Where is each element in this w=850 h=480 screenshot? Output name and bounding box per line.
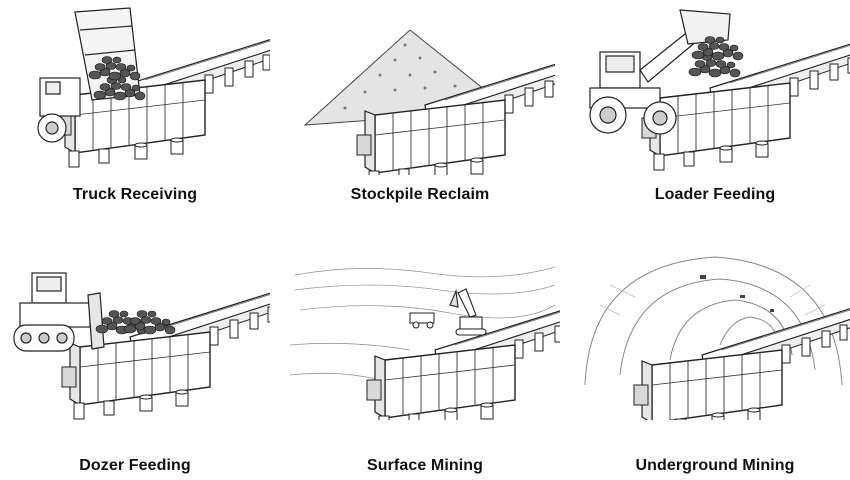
panel-label: Underground Mining [635,457,795,474]
panel-dozer-feeding: Dozer Feeding [0,245,270,480]
panel-label: Truck Receiving [72,186,198,203]
panel-label: Dozer Feeding [79,457,191,474]
panel-stockpile-reclaim: Stockpile Reclaim [285,0,555,235]
panel-label: Loader Feeding [654,186,776,203]
panel-label: Stockpile Reclaim [350,186,490,203]
tunnel-feeder-illustration [584,256,850,420]
dump-truck-feeder-illustration [37,7,270,168]
panel-surface-mining: Surface Mining [290,245,560,480]
stockpile-feeder-illustration [303,29,555,175]
panel-loader-feeding: Loader Feeding [580,0,850,235]
panel-underground-mining: Underground Mining [580,245,850,480]
dozer-feeder-illustration [13,272,270,420]
wheel-loader-feeder-illustration [589,9,850,171]
surface-mine-feeder-illustration [290,266,560,420]
panel-label: Surface Mining [366,457,484,474]
panel-truck-receiving: Truck Receiving [0,0,270,235]
